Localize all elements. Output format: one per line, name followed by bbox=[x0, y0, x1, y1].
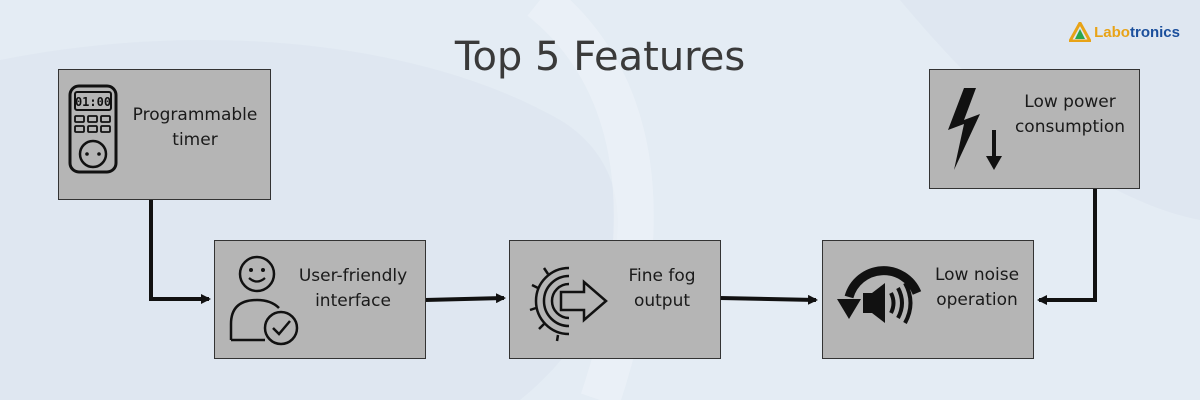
feature-label-line1: User-friendly bbox=[298, 266, 408, 286]
timer-socket-icon: 01:00 bbox=[68, 84, 118, 174]
feature-label-low-power-consumption: Low power consumption bbox=[1010, 90, 1130, 140]
triangle-logo-icon bbox=[1069, 22, 1092, 42]
lightning-down-arrow-icon bbox=[948, 88, 1002, 170]
feature-box-low-power-consumption: Low power consumption bbox=[929, 69, 1140, 189]
brand-logo: Labotronics bbox=[1069, 20, 1180, 44]
feature-box-fine-fog-output: Fine fog output bbox=[509, 240, 721, 359]
feature-label-line2: interface bbox=[315, 291, 391, 311]
feature-label-line2: output bbox=[633, 291, 691, 311]
logo-text-part1: Labo bbox=[1094, 23, 1130, 41]
speaker-rotate-icon bbox=[837, 266, 922, 324]
feature-label-line1: Fine fog bbox=[628, 266, 696, 286]
timer-display-text: 01:00 bbox=[75, 95, 111, 109]
feature-label-line1: Programmable bbox=[132, 105, 258, 125]
feature-label-line2: operation bbox=[936, 290, 1018, 310]
gear-arrow-icon bbox=[529, 266, 608, 342]
feature-label-fine-fog-output: Fine fog output bbox=[612, 264, 712, 314]
smiley-user-check-icon bbox=[229, 255, 299, 346]
feature-label-line1: Low noise bbox=[934, 265, 1020, 285]
feature-label-line2: timer bbox=[172, 130, 218, 150]
logo-text-part2: tronics bbox=[1129, 23, 1180, 41]
feature-box-programmable-timer: 01:00 Programmable timer bbox=[58, 69, 271, 200]
feature-label-line1: Low power bbox=[1024, 92, 1116, 112]
feature-label-low-noise-operation: Low noise operation bbox=[925, 263, 1029, 313]
page-title: Top 5 Features bbox=[454, 34, 746, 80]
feature-label-user-friendly-interface: User-friendly interface bbox=[291, 264, 415, 314]
feature-label-programmable-timer: Programmable timer bbox=[125, 103, 265, 153]
feature-box-low-noise-operation: Low noise operation bbox=[822, 240, 1034, 359]
feature-box-user-friendly-interface: User-friendly interface bbox=[214, 240, 426, 359]
feature-label-line2: consumption bbox=[1014, 117, 1126, 137]
